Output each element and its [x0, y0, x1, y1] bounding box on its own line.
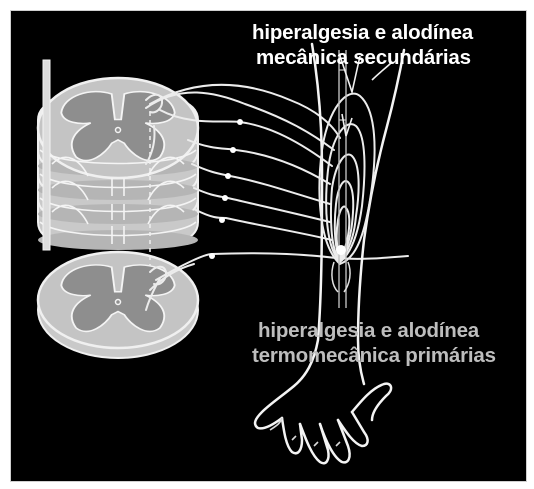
label-secondary: hiperalgesia e alodínea mecânica secundá… — [252, 20, 473, 70]
spinal-cord-stack — [38, 60, 198, 358]
label-primary-line2: termomecânica primárias — [252, 343, 496, 368]
cord-segment-lower — [38, 252, 198, 358]
ganglion-dots — [209, 119, 243, 259]
finger-creases — [270, 418, 340, 446]
label-secondary-line2: mecânica secundárias — [252, 45, 473, 70]
ascending-tract — [43, 60, 50, 250]
label-secondary-line1: hiperalgesia e alodínea — [252, 20, 473, 45]
injection-site-dot — [336, 245, 346, 255]
label-primary-line1: hiperalgesia e alodínea — [252, 318, 496, 343]
label-primary: hiperalgesia e alodínea termomecânica pr… — [252, 318, 496, 368]
